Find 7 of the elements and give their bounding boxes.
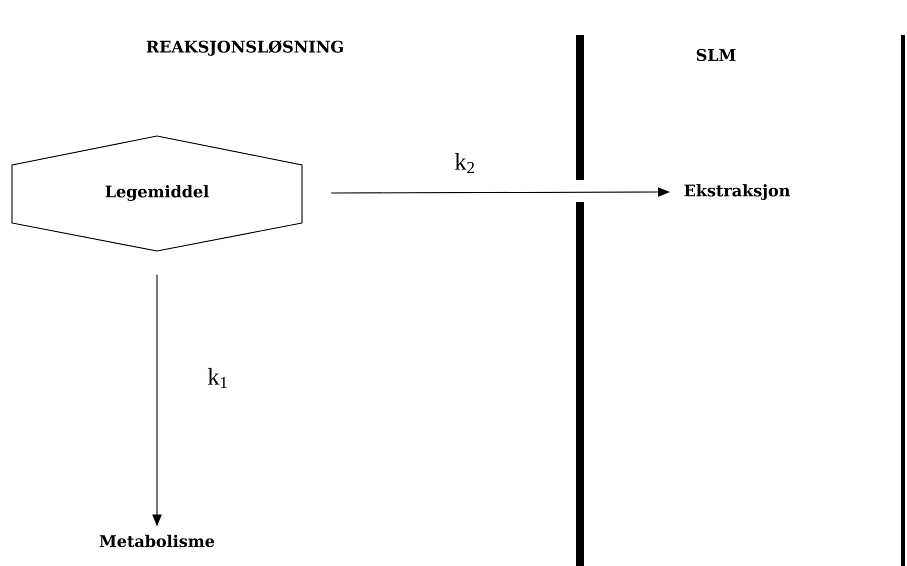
rate-constant: k$_{2}$	[454, 152, 474, 174]
section-heading: REAKSJONSLØSNING	[146, 40, 343, 56]
hexagon-box: Legemiddel	[11, 135, 303, 252]
process-label: Metabolisme	[100, 534, 214, 548]
rate-constant: k$_{1}$	[208, 368, 227, 388]
process-label: Ekstraksjon	[684, 184, 790, 200]
section-heading: SLM	[696, 48, 736, 62]
